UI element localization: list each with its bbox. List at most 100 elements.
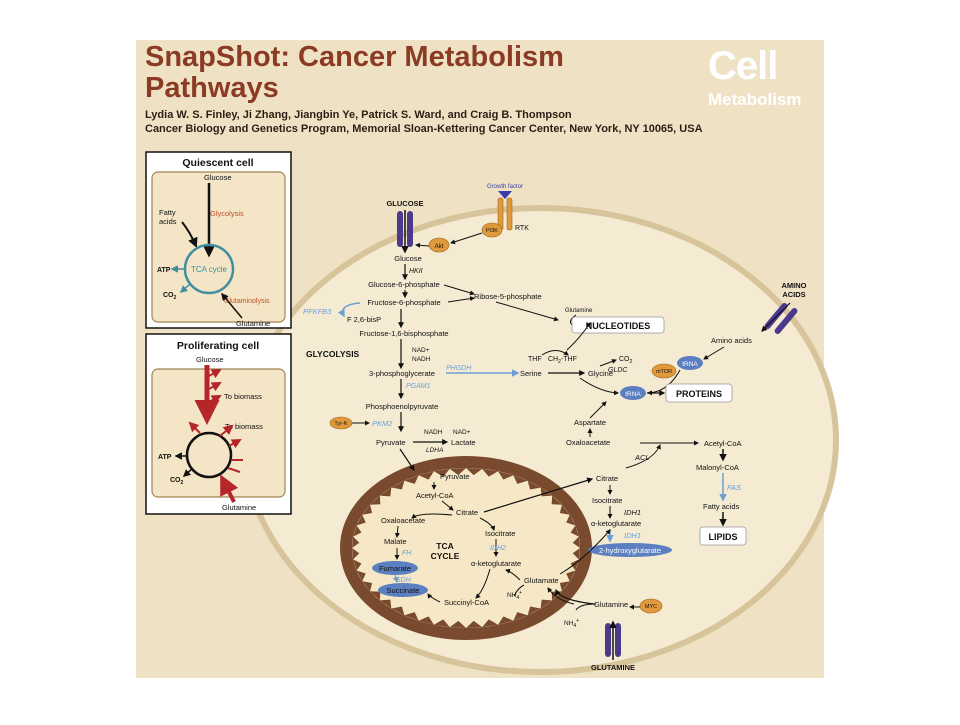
f26bp-node: F 2,6-bisP bbox=[347, 315, 381, 324]
pkm2-enzyme: PKM2 bbox=[372, 419, 393, 428]
svg-text:NH4+: NH4+ bbox=[564, 618, 579, 629]
mito-crista bbox=[498, 616, 514, 625]
g6p-node: Glucose-6-phosphate bbox=[368, 280, 440, 289]
trna-node-2 bbox=[620, 386, 646, 400]
mito-crista bbox=[418, 471, 434, 480]
journal-logo-sub: Metabolism bbox=[708, 90, 802, 109]
sdh-enzyme: SDH bbox=[396, 577, 412, 584]
proliferating-title: Proliferating cell bbox=[177, 340, 259, 352]
amino-acid-transporter: AMINO ACIDS bbox=[761, 281, 807, 334]
mito-isocitrate-node: Isocitrate bbox=[485, 529, 515, 538]
idh2-enzyme: IDH2 bbox=[490, 545, 506, 552]
mito-crista bbox=[449, 468, 466, 476]
mito-nh4: NH bbox=[507, 592, 517, 599]
mito-pyruvate-node: Pyruvate bbox=[440, 472, 470, 481]
pi3k-node bbox=[481, 222, 503, 238]
mito-crista bbox=[379, 599, 392, 609]
glucose-transporter: GLUCOSE bbox=[386, 199, 424, 254]
quiescent-panel: Quiescent cell Glucose Fatty acids Glyco… bbox=[145, 151, 292, 329]
akt-node bbox=[428, 237, 450, 253]
mito-glutamate-node: Glutamate bbox=[524, 576, 559, 585]
malonylcoa-node: Malonyl-CoA bbox=[696, 463, 739, 472]
proliferating-co2: CO bbox=[170, 477, 181, 484]
ch2thf-sub: 2 bbox=[558, 359, 561, 365]
mito-crista bbox=[572, 548, 580, 560]
cytosol-pathways: Aspartate Oxaloacetate ACL Citrate Isoci… bbox=[555, 401, 747, 629]
quiescent-tca: TCA cycle bbox=[191, 265, 228, 274]
serine-glutamine: Glutamine bbox=[565, 308, 593, 314]
amino-label-1: AMINO bbox=[782, 281, 807, 290]
myc-node bbox=[639, 598, 663, 614]
page-title: SnapShot: Cancer Metabolism Pathways bbox=[145, 42, 665, 104]
mito-crista bbox=[566, 570, 576, 582]
proliferating-biomass1: To biomass bbox=[224, 392, 262, 401]
serine-co2: CO bbox=[619, 356, 630, 363]
proliferating-biomass2: To biomass bbox=[225, 422, 263, 431]
fas-enzyme: FAS bbox=[727, 483, 741, 492]
svg-text:CO2: CO2 bbox=[163, 292, 177, 301]
fatty-acids-node: Fatty acids bbox=[703, 502, 740, 511]
proliferating-co2-sub: 2 bbox=[181, 480, 184, 486]
mito-crista bbox=[540, 599, 553, 609]
rtk-receptor: Growth factor RTK PI3K Akt bbox=[415, 184, 529, 253]
mito-crista bbox=[570, 525, 579, 537]
glycine-node: Glycine bbox=[588, 369, 613, 378]
quiescent-title: Quiescent cell bbox=[182, 157, 253, 169]
cyto-citrate-node: Citrate bbox=[596, 474, 618, 483]
glycolysis-pathway: Glucose HKII Glucose-6-phosphate Fructos… bbox=[303, 254, 542, 471]
proliferating-atp: ATP bbox=[158, 454, 172, 461]
nadh2-label: NADH bbox=[424, 429, 443, 436]
pi3k-label: PI3K bbox=[486, 228, 498, 234]
serine-node: Serine bbox=[520, 369, 542, 378]
mito-crista bbox=[353, 525, 362, 537]
svg-text:NH4+: NH4+ bbox=[507, 590, 522, 601]
mito-crista bbox=[559, 581, 570, 592]
lipids-box bbox=[699, 526, 747, 546]
mito-crista bbox=[370, 495, 381, 505]
serine-co2-sub: 2 bbox=[630, 359, 633, 365]
hk2-enzyme: HKII bbox=[409, 268, 423, 275]
title-line-2: Pathways bbox=[145, 72, 279, 104]
succinate-oval bbox=[378, 583, 428, 597]
mito-crista bbox=[513, 475, 528, 484]
trna-node-1 bbox=[677, 356, 703, 370]
svg-text:CO2: CO2 bbox=[170, 477, 184, 486]
journal-logo-main: Cell bbox=[708, 44, 778, 88]
mito-crista bbox=[466, 468, 483, 476]
gldc-enzyme: GLDC bbox=[608, 367, 628, 374]
mito-acetylcoa-node: Acetyl-CoA bbox=[416, 491, 454, 500]
proliferating-panel: Proliferating cell Glucose To biomass To… bbox=[145, 333, 292, 515]
quiescent-fatty1: Fatty bbox=[159, 208, 176, 217]
idh1a-enzyme: IDH1 bbox=[624, 508, 641, 517]
mito-crista bbox=[352, 548, 360, 560]
thf-node: THF bbox=[528, 356, 542, 363]
mito-crista bbox=[527, 606, 541, 616]
amino-label-2: ACIDS bbox=[782, 290, 805, 299]
mito-crista bbox=[356, 570, 366, 582]
amino-acids-node: Amino acids bbox=[711, 336, 752, 345]
quiescent-fatty2: acids bbox=[159, 217, 177, 226]
mito-nh4-sup: + bbox=[519, 590, 522, 596]
trna2-label: tRNA bbox=[625, 391, 641, 398]
svg-text:CH2-THF: CH2-THF bbox=[548, 356, 577, 365]
mito-crista bbox=[527, 480, 541, 490]
f6p-node: Fructose-6-phosphate bbox=[367, 298, 440, 307]
mito-akg-node: α-ketoglutarate bbox=[471, 559, 521, 568]
fumarate-node: Fumarate bbox=[379, 564, 411, 573]
mito-crista bbox=[559, 504, 570, 515]
glucose-node: Glucose bbox=[394, 254, 422, 263]
svg-text:CO2: CO2 bbox=[619, 356, 633, 365]
pg3-node: 3-phosphoglycerate bbox=[369, 369, 435, 378]
quiescent-glutaminolysis: Glutaminolysis bbox=[224, 298, 270, 305]
pfkfb3-enzyme: PFKFB3 bbox=[303, 307, 332, 316]
ch2thf-b: -THF bbox=[561, 356, 577, 363]
mito-crista bbox=[353, 559, 362, 571]
cyto-nh4-sub: 4 bbox=[573, 623, 576, 629]
mito-crista bbox=[433, 468, 450, 477]
mito-crista bbox=[572, 536, 580, 548]
ldha-enzyme: LDHA bbox=[426, 447, 443, 454]
cyto-isocitrate-node: Isocitrate bbox=[592, 496, 622, 505]
quiescent-glutamine: Glutamine bbox=[236, 319, 270, 328]
akt-label: Akt bbox=[435, 244, 444, 250]
